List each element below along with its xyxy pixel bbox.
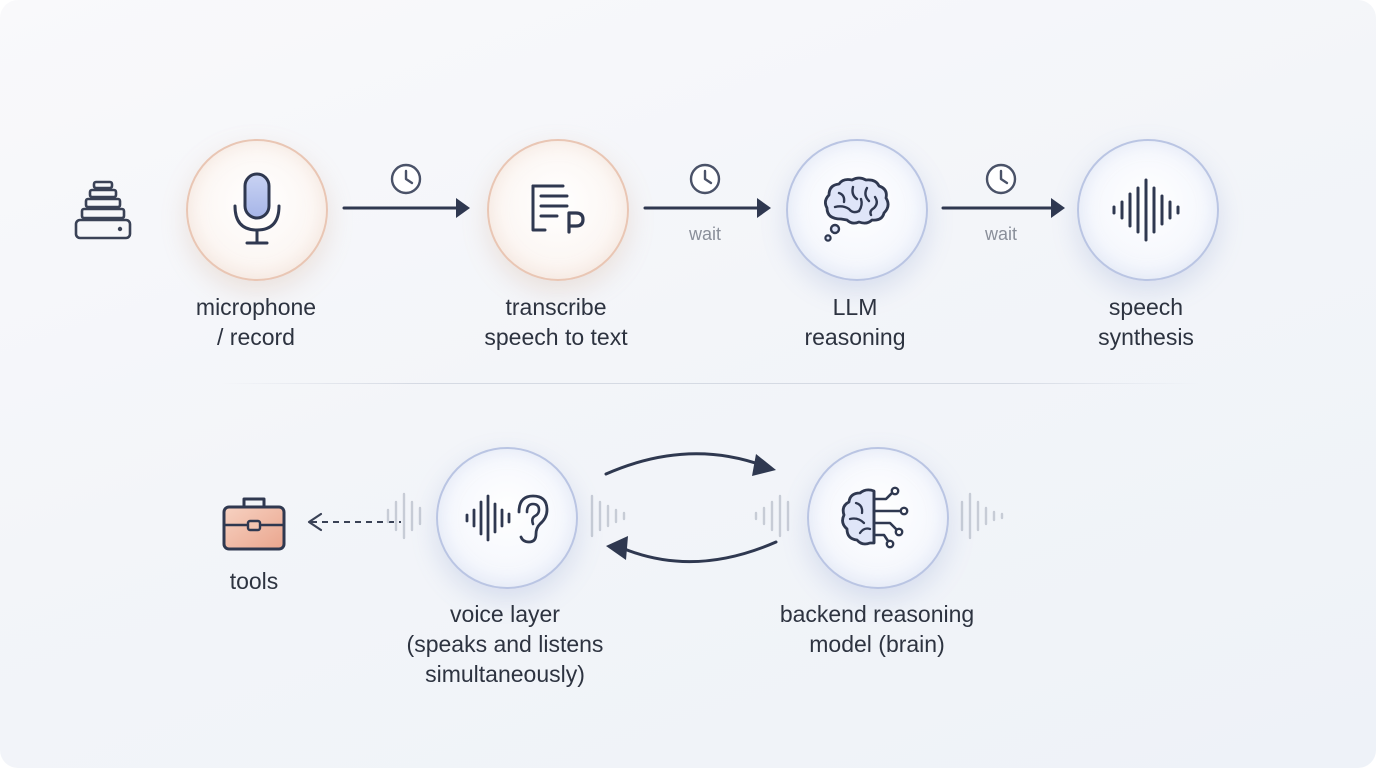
bidirectional-arrows bbox=[604, 452, 778, 564]
flow-arrow-2 bbox=[643, 198, 771, 218]
transcribe-node bbox=[487, 139, 629, 281]
backend-node bbox=[807, 447, 949, 589]
voice-layer-label-line3: simultaneously) bbox=[425, 661, 585, 687]
backend-label-line1: backend reasoning bbox=[779, 601, 975, 627]
transcribe-label-line2: speech to text bbox=[484, 324, 628, 350]
brain-icon bbox=[824, 176, 890, 242]
llm-label-line2: reasoning bbox=[804, 324, 906, 350]
flow-arrow-3 bbox=[941, 198, 1065, 218]
voice-layer-label-line1: voice layer bbox=[450, 601, 560, 627]
clock-icon bbox=[390, 163, 422, 195]
llm-node bbox=[786, 139, 928, 281]
waveform-icon bbox=[1112, 178, 1180, 242]
stack-server-icon bbox=[74, 180, 132, 240]
speech-synthesis-label: speech synthesis bbox=[996, 292, 1296, 352]
voice-layer-node bbox=[436, 447, 578, 589]
speech-synthesis-node bbox=[1077, 139, 1219, 281]
transcribe-label-line1: transcribe bbox=[505, 294, 607, 320]
transcript-icon bbox=[531, 184, 585, 234]
voice-ear-icon bbox=[465, 494, 549, 544]
microphone-icon bbox=[233, 172, 281, 245]
dashed-arrow-to-tools bbox=[307, 512, 401, 532]
backend-label: backend reasoning model (brain) bbox=[727, 599, 1027, 659]
voice-layer-label-line2: (speaks and listens bbox=[406, 631, 604, 657]
clock-icon bbox=[985, 163, 1017, 195]
speech-synthesis-label-line2: synthesis bbox=[1098, 324, 1194, 350]
microphone-node bbox=[186, 139, 328, 281]
llm-label: LLM reasoning bbox=[705, 292, 1005, 352]
microphone-label: microphone / record bbox=[106, 292, 406, 352]
sound-wave-icon bbox=[754, 494, 790, 538]
sound-wave-icon bbox=[960, 492, 1004, 540]
toolbox-icon bbox=[222, 497, 286, 551]
brain-circuit-icon bbox=[841, 486, 909, 549]
voice-layer-label: voice layer (speaks and listens simultan… bbox=[355, 599, 655, 689]
wait-label-1: wait bbox=[688, 224, 721, 244]
backend-label-line2: model (brain) bbox=[809, 631, 945, 657]
wait-label-2: wait bbox=[984, 224, 1017, 244]
transcribe-label: transcribe speech to text bbox=[406, 292, 706, 352]
llm-label-line1: LLM bbox=[832, 294, 878, 320]
flow-arrow-1 bbox=[342, 198, 470, 218]
speech-synthesis-label-line1: speech bbox=[1108, 294, 1184, 320]
section-divider bbox=[220, 383, 1200, 384]
tools-label-text: tools bbox=[229, 568, 279, 594]
sound-wave-icon bbox=[590, 494, 626, 538]
microphone-label-line2: / record bbox=[217, 324, 295, 350]
clock-icon bbox=[689, 163, 721, 195]
sound-wave-icon bbox=[386, 492, 422, 540]
tools-label: tools bbox=[104, 566, 404, 596]
microphone-label-line1: microphone bbox=[195, 294, 317, 320]
